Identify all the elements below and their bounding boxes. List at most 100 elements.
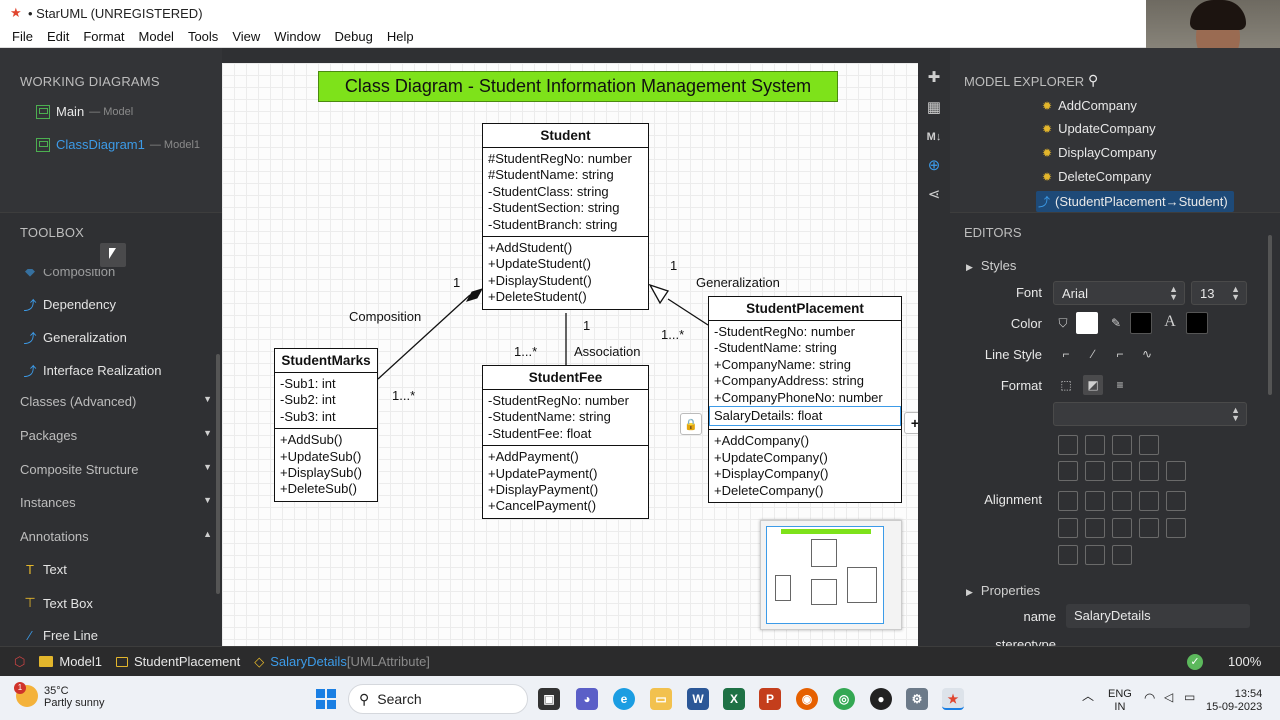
visibility-toggle-icon[interactable]: 🔒	[680, 413, 702, 435]
model-explorer-icon[interactable]: ▦	[926, 99, 942, 116]
menu-tools[interactable]: Tools	[187, 29, 219, 44]
menu-window[interactable]: Window	[274, 29, 321, 44]
show-hidden-icons-icon[interactable]: ︿	[1082, 689, 1095, 703]
menu-format[interactable]: Format	[83, 29, 125, 44]
multiplicity-label[interactable]: 1...*	[514, 344, 538, 359]
align-left-icon[interactable]	[1112, 491, 1132, 511]
select-cursor-icon[interactable]	[100, 243, 126, 267]
font-size-select[interactable]: 13 ▲▼	[1191, 281, 1247, 305]
task-view-icon[interactable]: ▣	[538, 688, 560, 710]
format-option-icon[interactable]	[1139, 461, 1159, 481]
font-color-icon[interactable]: A	[1164, 313, 1176, 330]
weather-widget[interactable]: 1 35°C Partly sunny	[14, 682, 105, 709]
align-bottom-icon[interactable]	[1112, 518, 1132, 538]
word-icon[interactable]: W	[687, 688, 709, 710]
format-option-icon[interactable]	[1085, 435, 1105, 455]
multiplicity-label[interactable]: 1...*	[392, 388, 416, 403]
composition-label[interactable]: Composition	[349, 309, 422, 324]
tool-composition[interactable]: ◆ Composition	[22, 269, 115, 279]
align-right-icon[interactable]	[1166, 491, 1186, 511]
class-student-placement[interactable]: StudentPlacement -StudentRegNo: number -…	[708, 296, 902, 504]
edge-icon[interactable]: e	[613, 688, 635, 710]
class-student[interactable]: Student #StudentRegNo: number #StudentNa…	[482, 123, 649, 310]
line-style-oblique-icon[interactable]: ∕	[1091, 347, 1094, 361]
volume-icon[interactable]: ◁	[1164, 690, 1174, 704]
fill-color-swatch[interactable]	[1076, 312, 1098, 334]
same-size-icon[interactable]	[1112, 545, 1132, 565]
tool-text[interactable]: T Text	[22, 562, 67, 577]
battery-icon[interactable]: ▭	[1184, 690, 1196, 704]
line-color-icon[interactable]: ✎	[1110, 316, 1122, 330]
space-horizontal-icon[interactable]	[1139, 518, 1159, 538]
format-option-icon[interactable]	[1112, 461, 1132, 481]
breadcrumb-studentplacement[interactable]: StudentPlacement	[116, 654, 240, 669]
wifi-icon[interactable]: ◠	[1144, 690, 1156, 705]
styles-section-toggle[interactable]: ▶Styles	[966, 258, 1017, 273]
font-family-select[interactable]: Arial ▲▼	[1053, 281, 1185, 305]
share-icon[interactable]: ⋖	[927, 186, 941, 203]
tool-text-box[interactable]: ⊤ Text Box	[22, 595, 93, 611]
diagram-minimap[interactable]	[760, 520, 902, 630]
settings-icon[interactable]: ⚙	[906, 688, 928, 710]
multiplicity-label[interactable]: 1...*	[661, 327, 685, 342]
format-option-icon[interactable]	[1112, 435, 1132, 455]
multiplicity-label[interactable]: 1	[670, 258, 678, 273]
name-input[interactable]: SalaryDetails	[1066, 604, 1250, 628]
language-indicator[interactable]: ENG IN	[1108, 688, 1132, 713]
diagram-canvas[interactable]: Class Diagram - Student Information Mana…	[222, 63, 918, 646]
align-middle-icon[interactable]	[1085, 518, 1105, 538]
tree-item-generalization[interactable]: ⤴(StudentPlacement→Student)	[1036, 191, 1234, 212]
taskbar-search[interactable]: ⚲Search	[348, 684, 528, 714]
word-wrap-icon[interactable]: ≡	[1116, 378, 1124, 392]
same-height-icon[interactable]	[1085, 545, 1105, 565]
menu-view[interactable]: View	[232, 29, 261, 44]
attribute-edit-field[interactable]: SalaryDetails: float	[709, 406, 901, 427]
class-student-fee[interactable]: StudentFee -StudentRegNo: number -Studen…	[482, 365, 649, 519]
align-center-icon[interactable]	[1139, 491, 1159, 511]
search-icon[interactable]: ⚲	[1088, 72, 1099, 88]
format-option-icon[interactable]	[1166, 461, 1186, 481]
windows-start-icon[interactable]	[316, 689, 336, 709]
group-instances[interactable]: Instances▼	[20, 495, 212, 510]
group-composite-structure[interactable]: Composite Structure▼	[20, 462, 212, 477]
chrome-icon[interactable]: ◎	[833, 688, 855, 710]
group-packages[interactable]: Packages▼	[20, 428, 212, 443]
tree-item-displaycompany[interactable]: ✹DisplayCompany	[1042, 145, 1157, 160]
space-vertical-icon[interactable]	[1166, 518, 1186, 538]
align-top-icon[interactable]	[1058, 518, 1078, 538]
line-style-rectilinear-icon[interactable]: ⌐	[1062, 347, 1070, 361]
tree-item-addcompany[interactable]: ✹AddCompany	[1042, 98, 1137, 113]
obs-icon[interactable]: ●	[870, 688, 892, 710]
format-option-icon[interactable]	[1058, 461, 1078, 481]
multiplicity-label[interactable]: 1	[583, 318, 591, 333]
composition-line[interactable]	[377, 294, 471, 380]
working-diagram-main[interactable]: Main — Model	[36, 104, 133, 119]
tool-dependency[interactable]: ⤴ Dependency	[23, 297, 116, 313]
tree-item-updatecompany[interactable]: ✹UpdateCompany	[1042, 121, 1156, 136]
align-option-icon[interactable]	[1085, 491, 1105, 511]
add-attribute-button[interactable]: +	[904, 412, 918, 434]
same-width-icon[interactable]	[1058, 545, 1078, 565]
tool-free-line[interactable]: ∕ Free Line	[22, 628, 98, 643]
markdown-icon[interactable]: M↓	[926, 131, 942, 143]
file-explorer-icon[interactable]: ▭	[650, 688, 672, 710]
clock[interactable]: 13:54 15-09-2023	[1206, 688, 1263, 713]
fill-color-icon[interactable]: ⛉	[1058, 316, 1068, 330]
working-diagram-classdiagram1[interactable]: ClassDiagram1 — Model1	[36, 137, 200, 152]
line-style-curve-icon[interactable]: ∿	[1141, 347, 1153, 361]
breadcrumb-model1[interactable]: Model1	[39, 654, 102, 669]
properties-section-toggle[interactable]: ▶Properties	[966, 583, 1041, 598]
zoom-level[interactable]: 100%	[1228, 654, 1262, 669]
shadow-icon[interactable]: ◩	[1083, 375, 1103, 395]
toolbox-scrollbar[interactable]	[216, 354, 220, 594]
class-student-marks[interactable]: StudentMarks -Sub1: int -Sub2: int -Sub3…	[274, 348, 378, 502]
format-option-icon[interactable]	[1058, 435, 1078, 455]
editors-scrollbar[interactable]	[1268, 235, 1272, 395]
excel-icon[interactable]: X	[723, 688, 745, 710]
tool-generalization[interactable]: ⤴ Generalization	[23, 330, 127, 346]
generalization-line[interactable]	[667, 298, 709, 326]
format-option-icon[interactable]	[1139, 435, 1159, 455]
validation-ok-icon[interactable]: ✓	[1187, 654, 1203, 670]
line-style-rounded-icon[interactable]: ⌐	[1116, 347, 1124, 361]
group-annotations[interactable]: Annotations▲	[20, 529, 212, 544]
